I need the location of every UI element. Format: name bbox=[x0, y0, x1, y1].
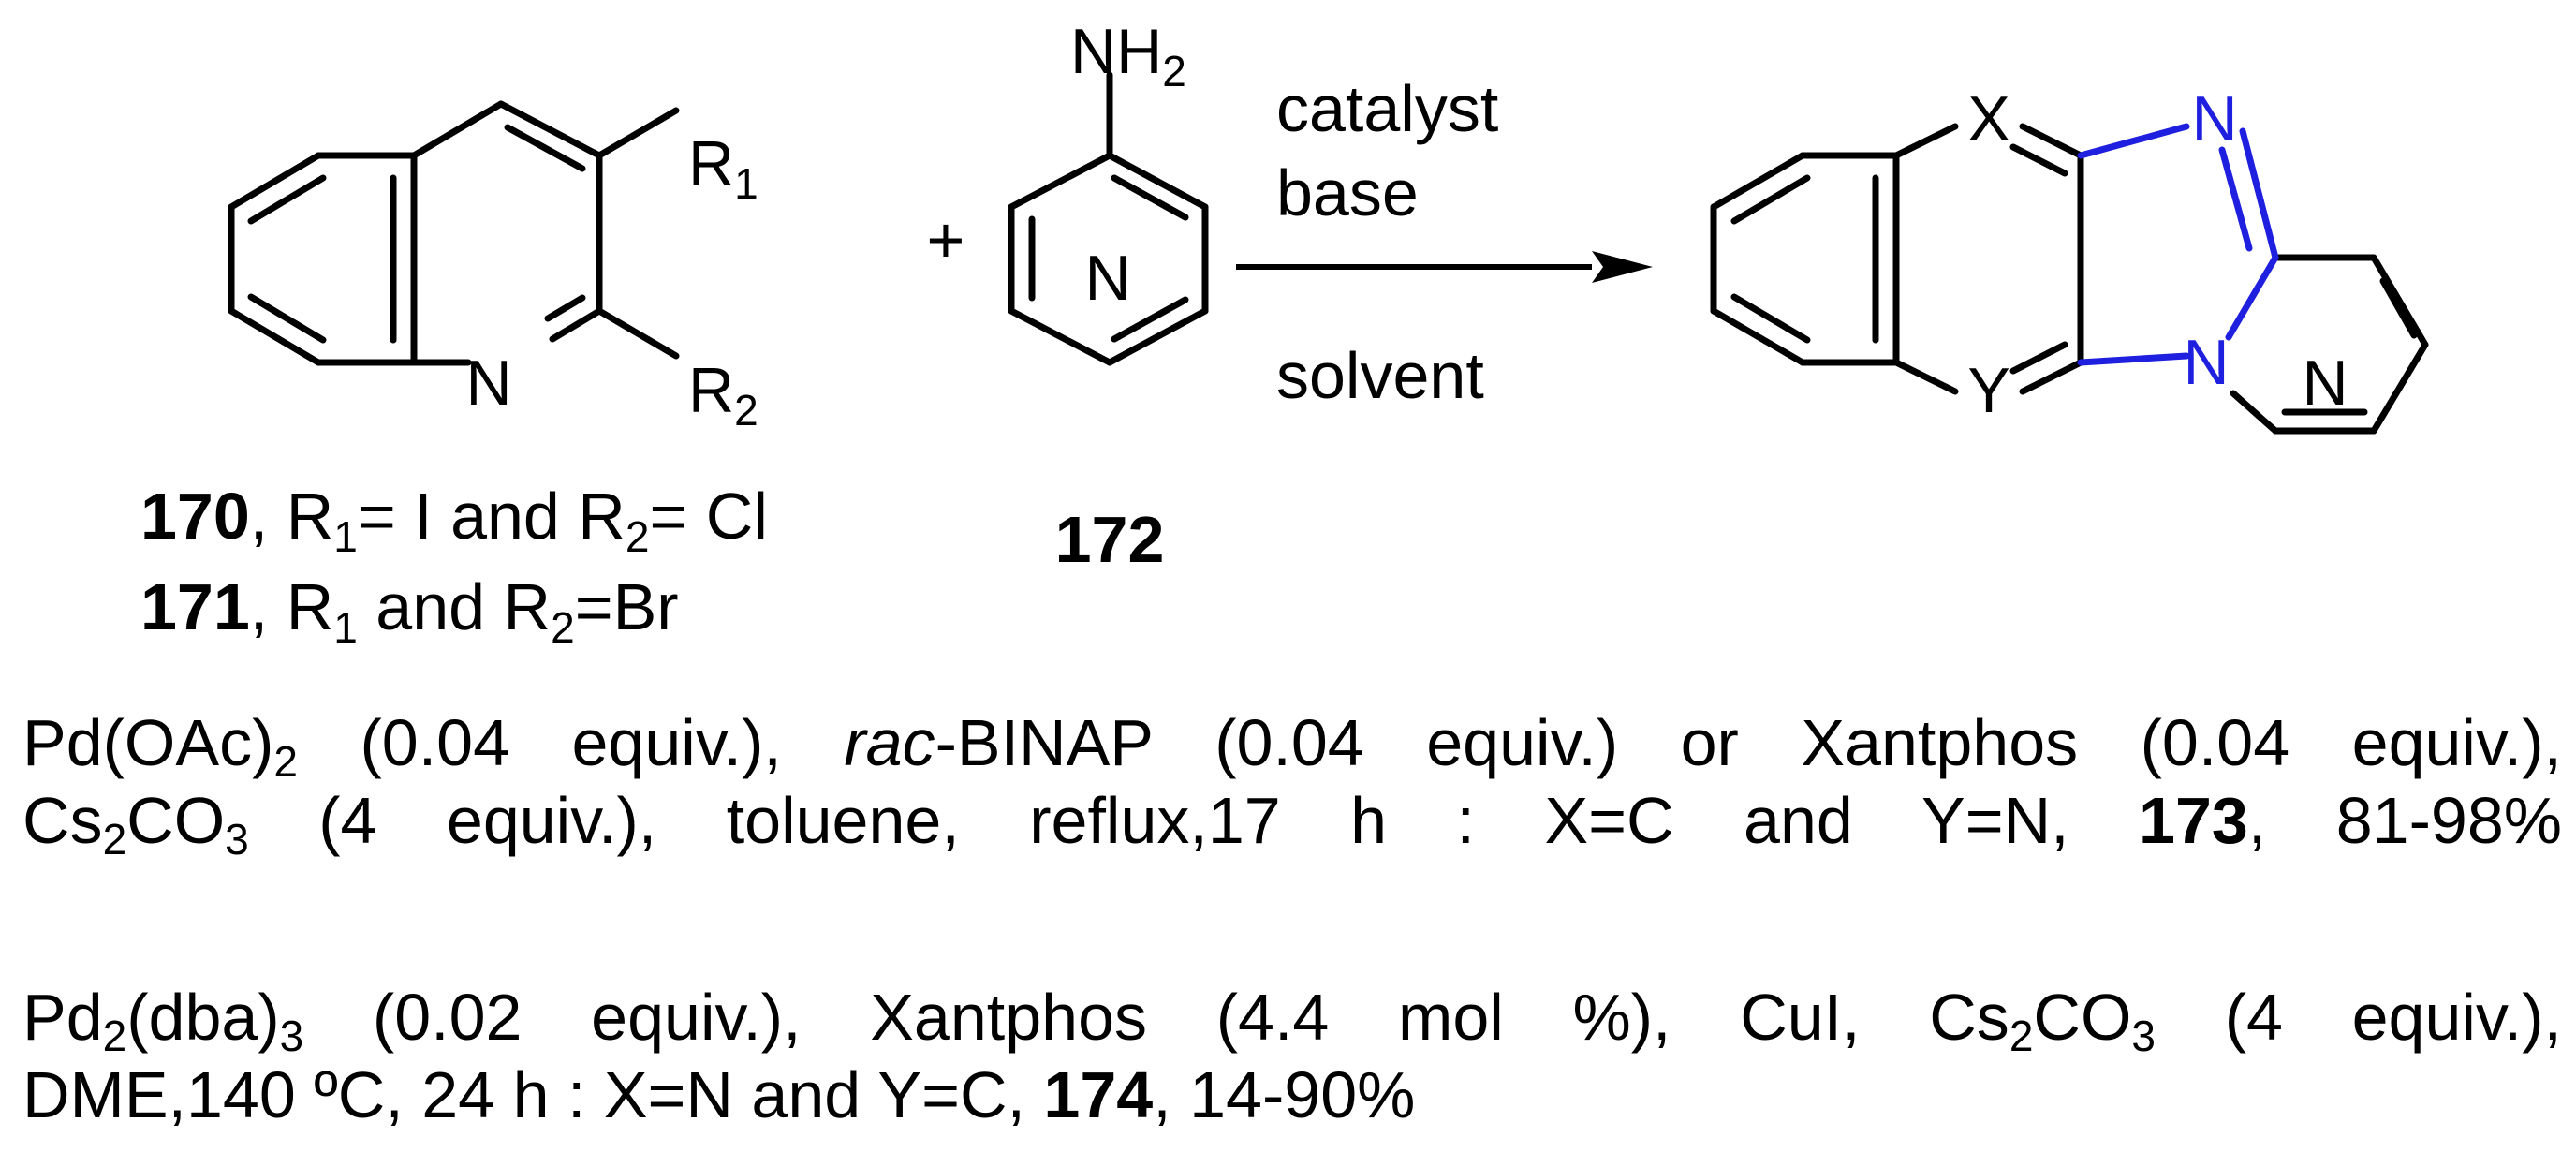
bond bbox=[497, 100, 603, 159]
bond bbox=[2218, 146, 2253, 252]
bond bbox=[2077, 352, 2190, 366]
bond bbox=[1892, 123, 1959, 159]
product-pyridine-n: N bbox=[2302, 347, 2348, 419]
bond bbox=[2009, 143, 2068, 177]
bond bbox=[2379, 277, 2418, 339]
bond bbox=[247, 293, 327, 344]
bond bbox=[2370, 341, 2429, 435]
bond bbox=[2225, 254, 2279, 341]
bond bbox=[1730, 174, 1811, 225]
aminopyridine-reactant bbox=[1008, 71, 1209, 366]
bond bbox=[1008, 152, 1113, 211]
bond bbox=[1111, 174, 1189, 221]
bond bbox=[228, 152, 322, 211]
arrow-label-catalyst: catalyst bbox=[1276, 72, 1498, 145]
conditions-1-line-1: Pd(OAc)2 (0.04 equiv.), rac-BINAP (0.04 … bbox=[22, 706, 2562, 786]
product-y-atom: Y bbox=[1967, 355, 2009, 426]
bond bbox=[1106, 152, 1209, 211]
bond bbox=[596, 107, 680, 159]
conditions-block-2: Pd2(dba)3 (0.02 equiv.), Xantphos (4.4 m… bbox=[22, 979, 2562, 1133]
product-structure bbox=[1710, 123, 2429, 435]
pyridine-n-atom: N bbox=[1084, 243, 1130, 314]
arrow-head bbox=[1592, 251, 1653, 283]
bond bbox=[504, 124, 586, 172]
reaction-scheme: N R1 R2 + NH2 N catalyst base solvent bbox=[140, 16, 2429, 652]
bond bbox=[247, 174, 327, 225]
plus-sign: + bbox=[927, 203, 965, 276]
nh2-label: NH2 bbox=[1070, 16, 1186, 96]
bond bbox=[549, 307, 603, 343]
imidazole-highlight bbox=[2077, 123, 2279, 366]
bond bbox=[544, 294, 586, 322]
conditions-2-line-1: Pd2(dba)3 (0.02 equiv.), Xantphos (4.4 m… bbox=[22, 981, 2562, 1060]
compound-label-170: 170, R1= I and R2= Cl bbox=[140, 480, 768, 561]
bond bbox=[2230, 390, 2279, 435]
bond bbox=[1710, 152, 1806, 211]
bond bbox=[2019, 359, 2084, 395]
conditions-2-line-2: DME,140 ºC, 24 h : X=N and Y=C, 174, 14-… bbox=[22, 1057, 1416, 1131]
conditions-block-1: Pd(OAc)2 (0.04 equiv.), rac-BINAP (0.04 … bbox=[22, 704, 2563, 864]
r1-label: R1 bbox=[688, 128, 758, 208]
bond bbox=[2239, 127, 2279, 261]
bond bbox=[2077, 123, 2190, 159]
arrow-label-base: base bbox=[1276, 156, 1419, 229]
bond bbox=[596, 307, 680, 360]
bond bbox=[2370, 254, 2429, 348]
bond bbox=[1111, 296, 1189, 343]
bond bbox=[1008, 307, 1113, 366]
bond bbox=[2019, 123, 2084, 159]
product-x-atom: X bbox=[1967, 83, 2009, 155]
bond bbox=[1106, 307, 1209, 366]
conditions-1-line-2: Cs2CO3 (4 equiv.), toluene, reflux,17 h … bbox=[22, 783, 2563, 864]
product-imidazole-n-bridge: N bbox=[2183, 327, 2229, 398]
compound-label-172: 172 bbox=[1055, 503, 1165, 576]
product-imidazole-n-top: N bbox=[2191, 83, 2237, 155]
arrow-label-solvent: solvent bbox=[1276, 339, 1484, 412]
bond bbox=[1892, 359, 1959, 395]
quinoline-reactant bbox=[228, 100, 680, 366]
bond bbox=[1730, 293, 1811, 344]
bond bbox=[1710, 307, 1806, 366]
compound-label-171: 171, R1 and R2=Br bbox=[140, 570, 679, 652]
bond bbox=[410, 100, 505, 159]
bond bbox=[2009, 341, 2068, 375]
r2-label: R2 bbox=[688, 355, 758, 435]
quinoline-n-atom: N bbox=[465, 347, 511, 419]
bond bbox=[228, 307, 322, 366]
